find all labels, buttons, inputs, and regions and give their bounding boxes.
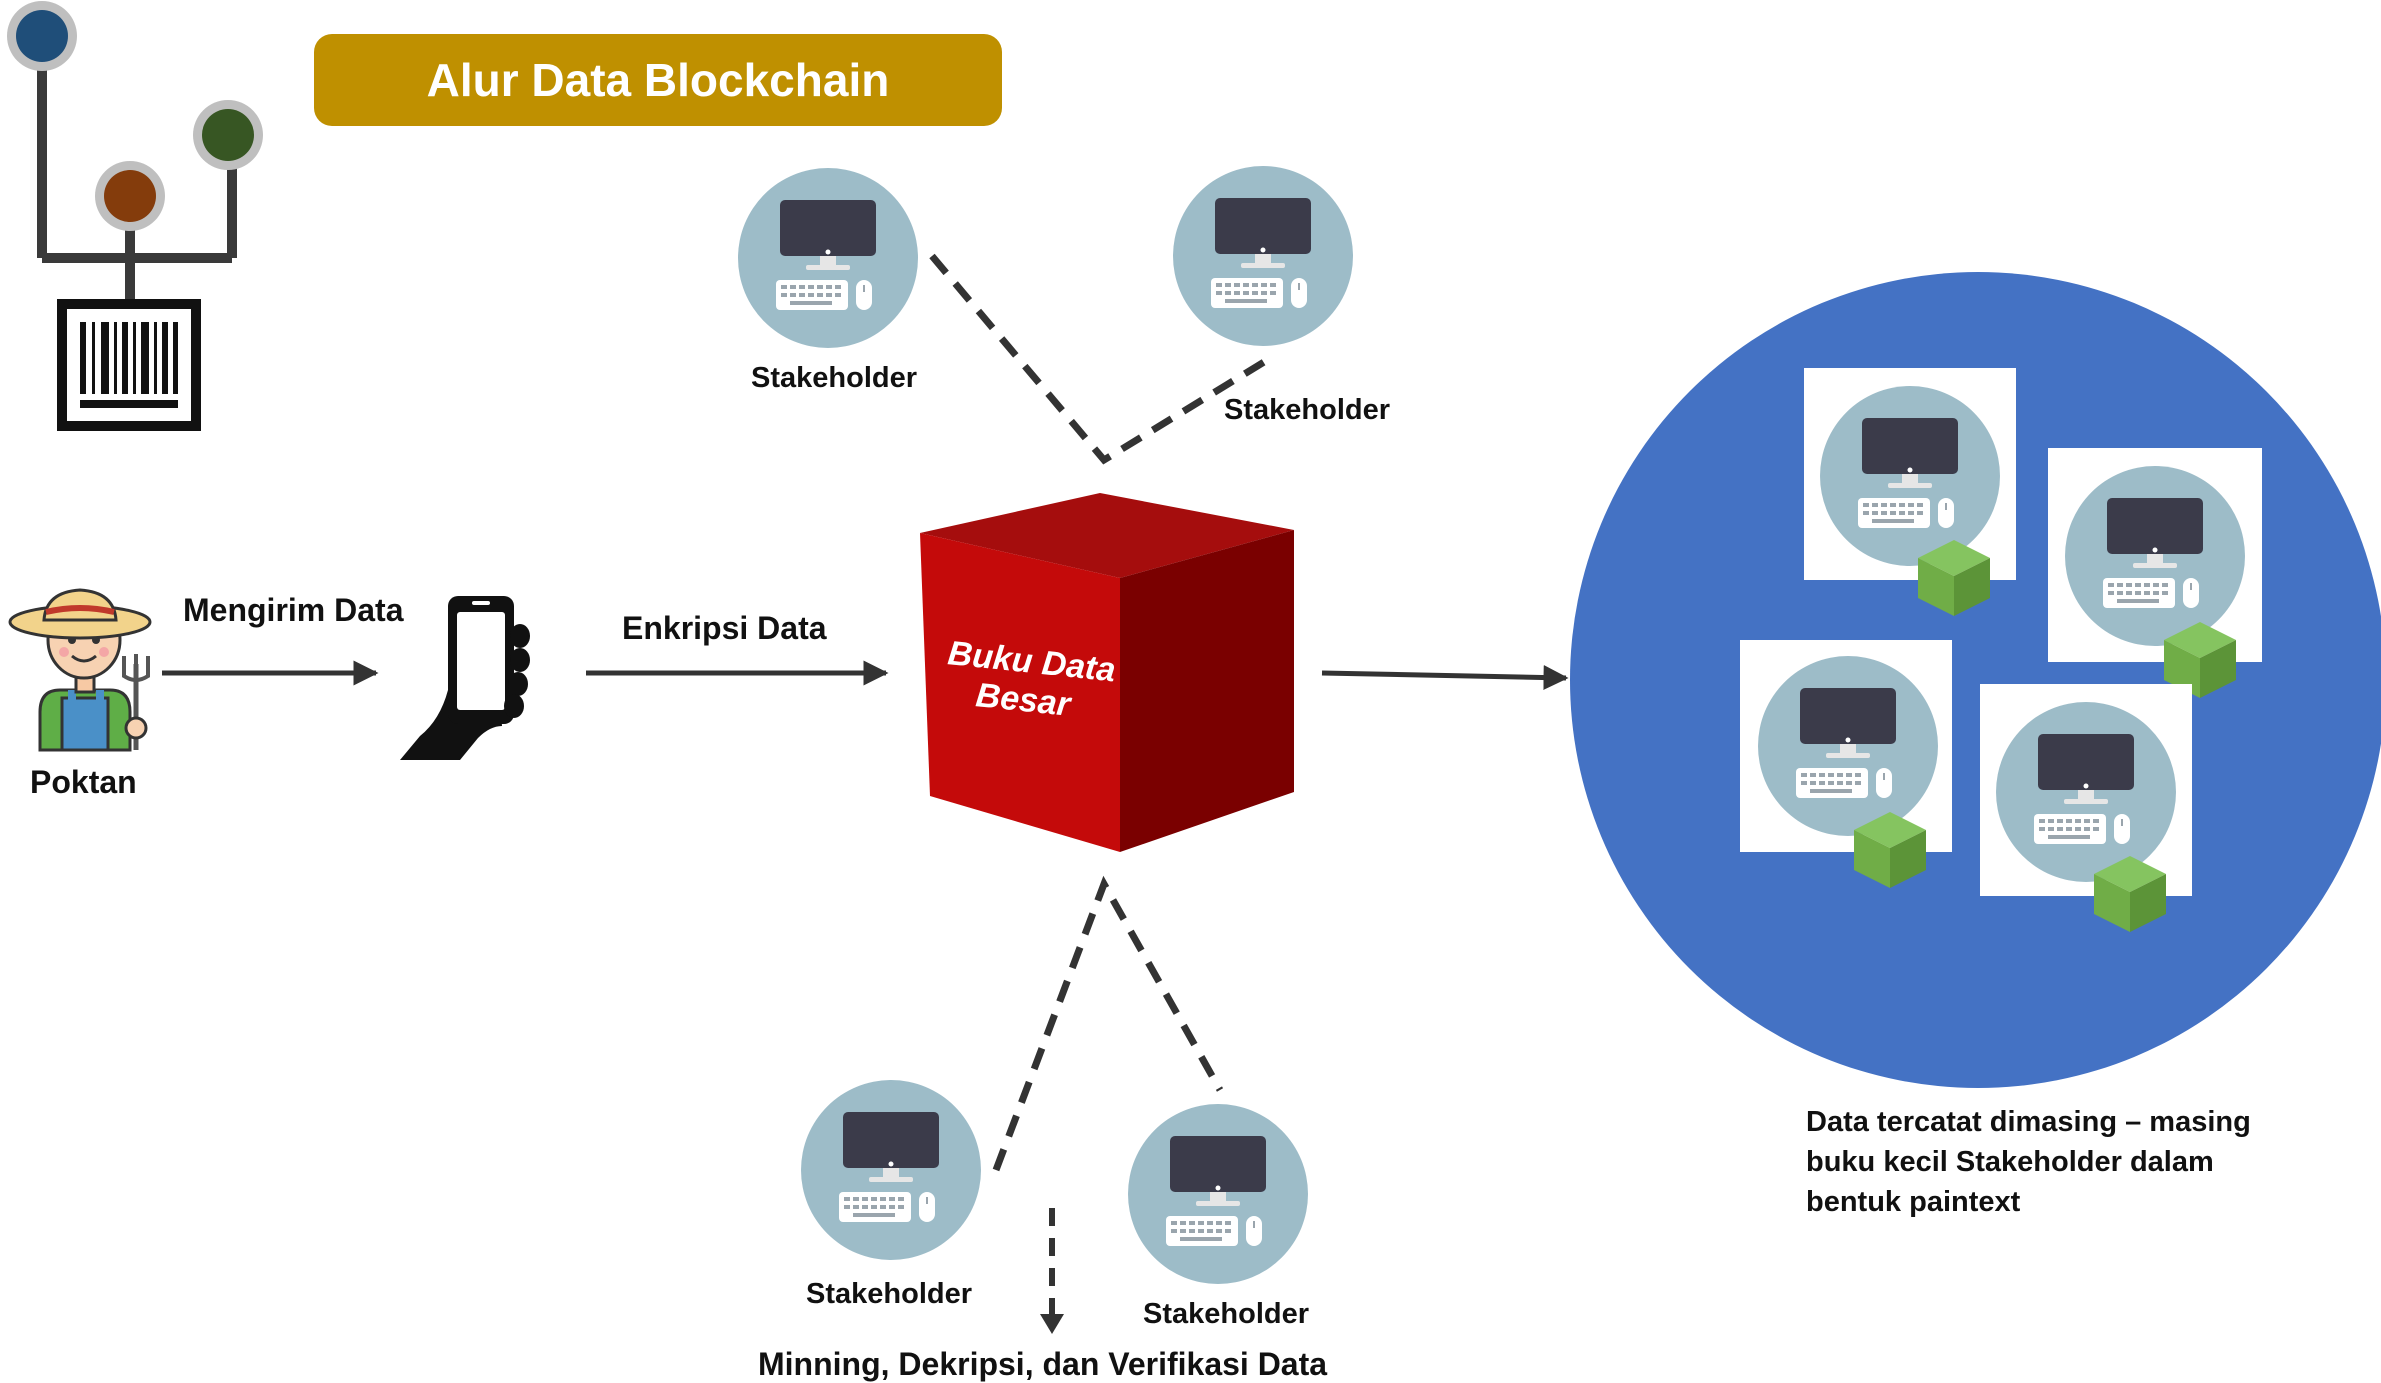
farmer-icon <box>8 588 152 752</box>
label-poktan: Poktan <box>30 764 137 800</box>
title-text: Alur Data Blockchain <box>426 54 890 106</box>
dashed-connector-top <box>929 253 1266 465</box>
arrow-minning-down <box>1040 1208 1064 1334</box>
stakeholder-computer-top-right <box>1172 165 1354 347</box>
ledger-node-4 <box>1980 684 2192 932</box>
ledger-node-3 <box>1740 640 1952 888</box>
dashed-connector-bottom <box>992 875 1224 1172</box>
label-mengirim-data: Mengirim Data <box>183 592 404 628</box>
label-enkripsi-data: Enkripsi Data <box>622 610 827 646</box>
ledger-node-1 <box>1804 368 2016 616</box>
label-stakeholder-bottom-right: Stakeholder <box>1143 1298 1309 1330</box>
ledger-node-2 <box>2048 448 2262 698</box>
label-stakeholder-bottom-left: Stakeholder <box>806 1278 972 1310</box>
stakeholder-computer-bottom-left <box>800 1079 982 1261</box>
stakeholder-computer-bottom-right <box>1127 1103 1309 1285</box>
red-cube-icon <box>920 493 1294 852</box>
arrow-cube-to-network <box>1321 665 1569 691</box>
note-plaintext-ledger: Data tercatat dimasing – masing buku kec… <box>1806 1106 2251 1218</box>
label-minning: Minning, Dekripsi, dan Verifikasi Data <box>758 1346 1328 1382</box>
title-banner: Alur Data Blockchain <box>314 34 1002 126</box>
label-stakeholder-top-left: Stakeholder <box>751 362 917 394</box>
phone-in-hand-icon <box>400 596 530 760</box>
stakeholder-computer-top-left <box>737 167 919 349</box>
label-stakeholder-top-right: Stakeholder <box>1224 394 1390 426</box>
barcode-tree-icon <box>7 1 263 431</box>
